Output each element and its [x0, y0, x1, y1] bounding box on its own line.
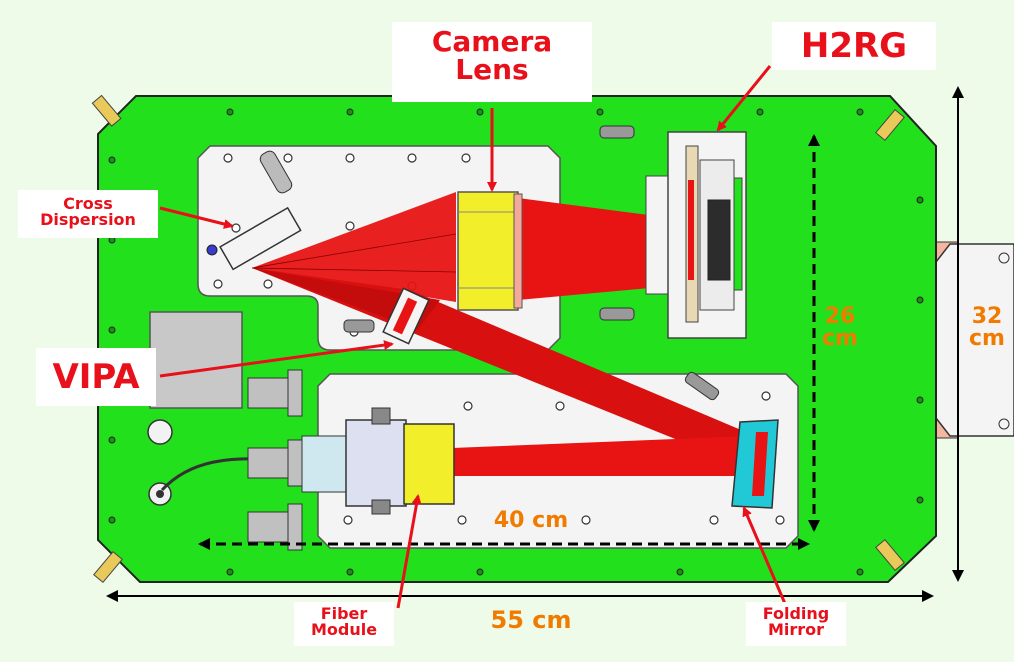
cross-dispersion-label-line2: Dispersion [40, 210, 136, 229]
height-inner-dimension-line1: 26 [824, 304, 856, 329]
height-outer-dimension-line1: 32 [971, 304, 1003, 329]
height-inner-dimension-line2: cm [822, 326, 858, 351]
vipa-etalon [343, 287, 430, 345]
h2rg-detector [599, 125, 747, 339]
width-outer-dimension: 55 cm [490, 606, 572, 634]
folding-mirror [684, 371, 779, 509]
vipa-label: VIPA [36, 348, 156, 406]
cross-dispersion-grating [206, 150, 302, 271]
electronics-box [149, 311, 243, 409]
folding-mirror-label: Folding Mirror [746, 602, 846, 646]
height-inner-dimension: 26 cm [812, 306, 868, 350]
camera-lens-label-line2: Lens [455, 53, 529, 86]
fiber-module-label-line1: Fiber [320, 604, 368, 623]
camera-lens-label: Camera Lens [392, 22, 592, 102]
cross-dispersion-label: Cross Dispersion [18, 190, 158, 238]
fiber-module [247, 369, 455, 551]
dimension-lines [106, 86, 964, 602]
cross-dispersion-label-line1: Cross [63, 194, 113, 213]
height-outer-dimension-line2: cm [969, 326, 1005, 351]
camera-lens-label-line1: Camera [431, 25, 553, 58]
fiber-module-label: Fiber Module [294, 602, 394, 646]
light-beam [251, 192, 760, 476]
h2rg-label: H2RG [772, 22, 936, 70]
camera-lens [457, 191, 523, 311]
height-outer-dimension: 32 cm [960, 306, 1014, 350]
folding-mirror-label-line2: Mirror [767, 620, 825, 639]
folding-mirror-label-line1: Folding [762, 604, 830, 623]
annotation-arrows [159, 65, 788, 609]
fiber-module-label-line2: Module [310, 620, 378, 639]
width-inner-dimension: 40 cm [493, 508, 569, 533]
mounting-holes [108, 108, 924, 576]
